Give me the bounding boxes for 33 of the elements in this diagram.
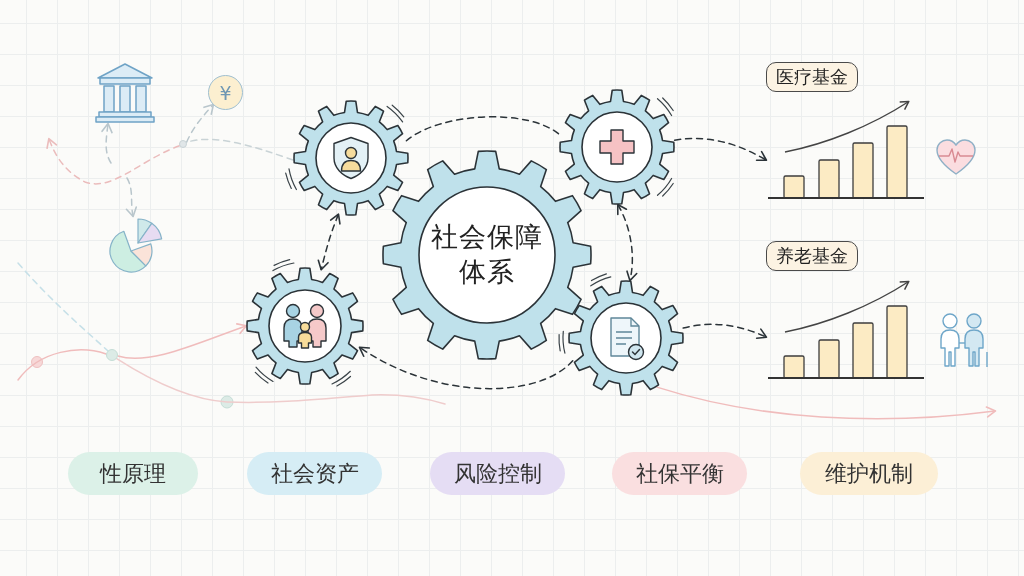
gear [246,267,364,385]
dashed-arrow [125,177,138,218]
curved-line [17,349,107,381]
pill-label: 社会资产 [247,452,382,495]
gear [568,280,684,396]
dashed-double-arrow [317,213,341,271]
pill-label: 社保平衡 [612,452,747,495]
yen-coin: ¥ [208,75,243,110]
dashed-arrow [185,103,215,143]
gear [382,150,592,360]
dashed-line [17,262,109,352]
dashed-arrow [101,122,113,164]
pill-label: 风险控制 [430,452,565,495]
gear-title: 社会保障体系 [430,220,544,290]
dashed-arrow [673,137,768,162]
dashed-arrow [46,137,181,185]
curved-line [115,357,446,405]
dashed-double-arrow [616,203,638,282]
pill-label: 维护机制 [800,452,938,495]
dashed-arrow [358,346,574,390]
curved-arrow [117,323,248,360]
label-tag: 养老基金 [766,241,858,271]
gear [293,100,409,216]
pie-chart-icon [107,216,164,274]
pill-label: 性原理 [68,452,198,495]
dashed-line [405,116,561,142]
gear [559,89,675,205]
curved-arrow [656,386,997,420]
junction-dot [179,140,187,148]
label-tag: 医疗基金 [766,62,858,92]
junction-dot [106,349,118,361]
bank-icon [95,62,155,124]
dashed-arrow [682,323,768,340]
